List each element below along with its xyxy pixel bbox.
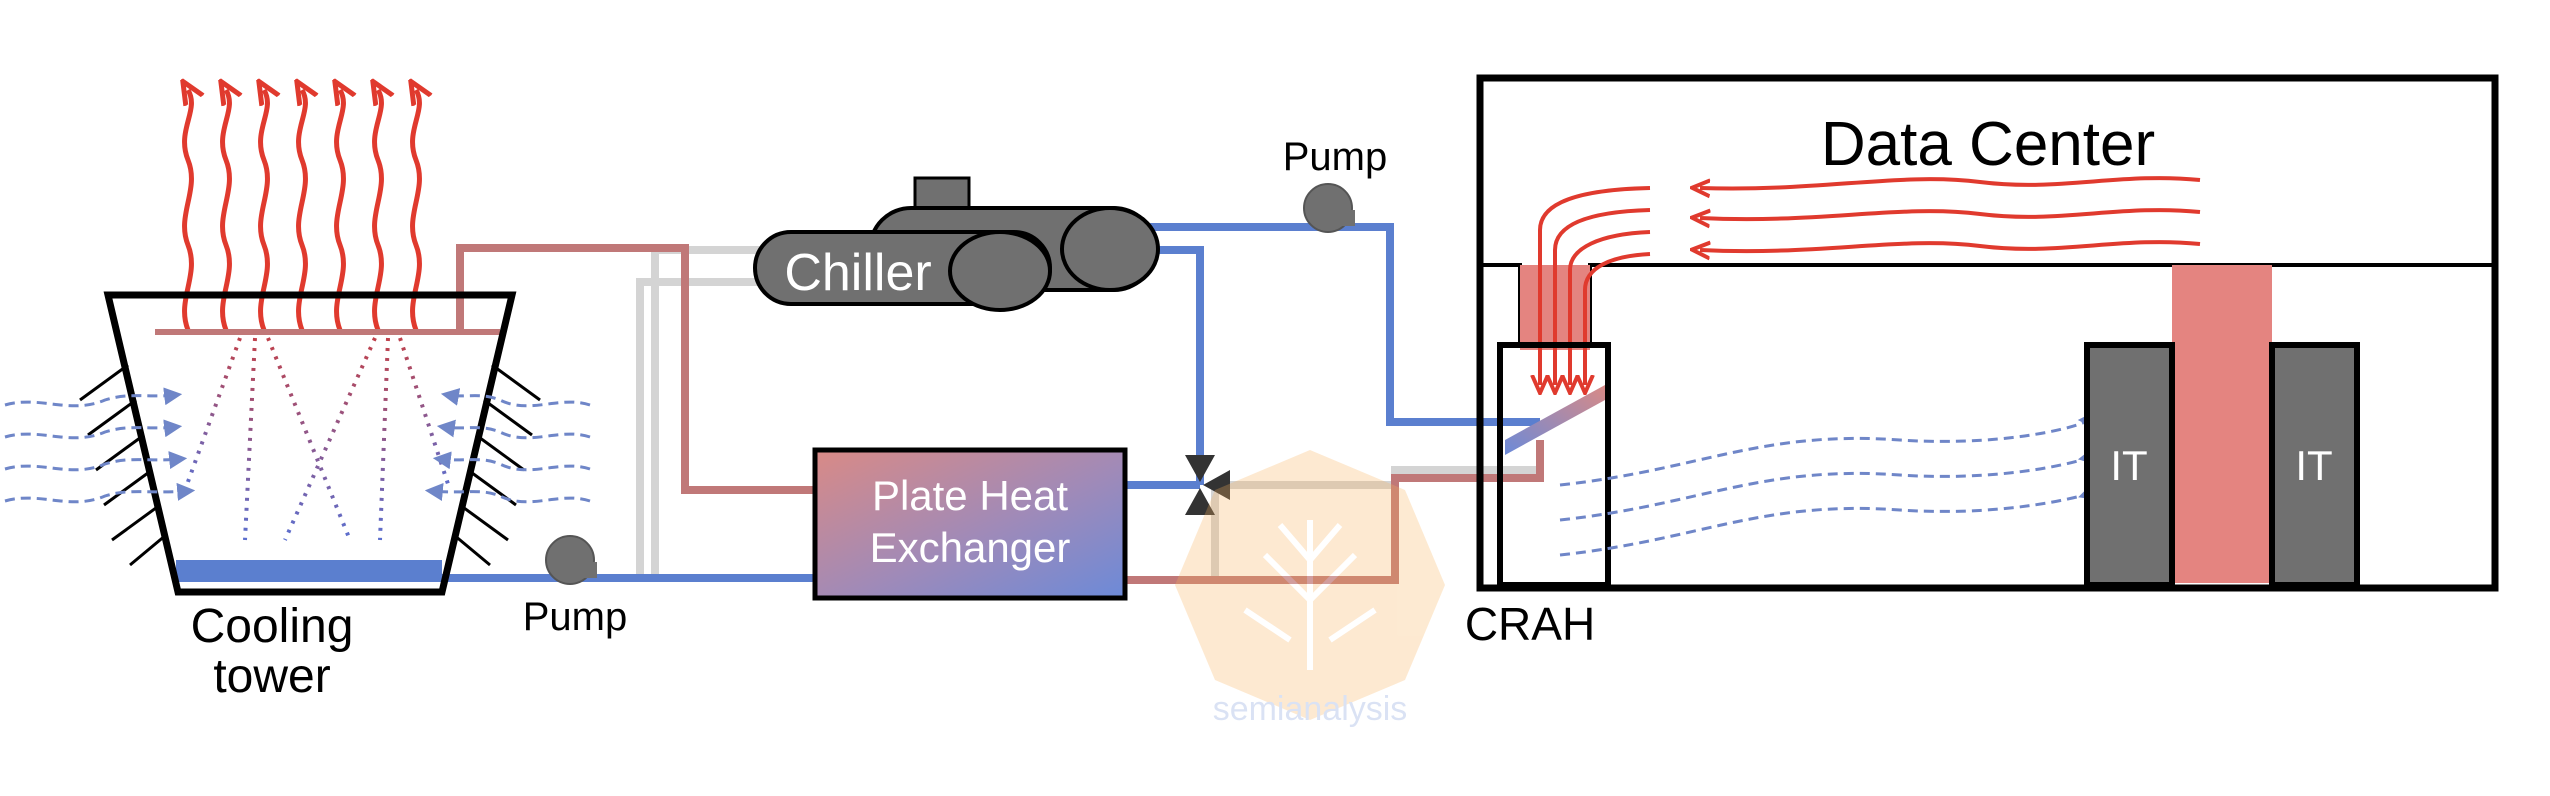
tower-spray-lines — [183, 337, 452, 541]
chiller-back-cap — [1060, 206, 1160, 292]
watermark: semianalysis — [1175, 450, 1445, 728]
chiller: Chiller — [753, 176, 1160, 312]
data-center-title: Data Center — [1821, 110, 2155, 179]
data-center-outline — [1476, 74, 2499, 592]
watermark-text: semianalysis — [1213, 690, 1408, 728]
cooling-tower: Cooling tower — [4, 90, 591, 703]
warm-pipe-phx-to-crah — [1125, 440, 1544, 584]
data-center: Data Center CRAH IT — [1465, 74, 2499, 650]
watermark-logo — [1175, 450, 1445, 720]
cooling-tower-label-line1: Cooling — [191, 600, 354, 653]
tower-basin-water — [176, 560, 442, 582]
crah-unit — [1497, 342, 1611, 588]
phx-label-line2: Exchanger — [870, 524, 1071, 571]
cold-pipe-valve-to-chiller — [1155, 246, 1204, 485]
return-hot-air-arrows — [1540, 176, 2201, 385]
tower-exhaust-arrows — [185, 90, 420, 331]
phx-box — [812, 447, 1128, 601]
pump-top: Pump — [1283, 135, 1388, 233]
plate-heat-exchanger: Plate Heat Exchanger — [812, 447, 1128, 601]
it-rack-right — [2269, 342, 2360, 588]
chiller-front-cap — [948, 230, 1052, 312]
it-rack-left — [2084, 342, 2175, 588]
it-rack-right-label: IT — [2295, 442, 2332, 489]
valve-icon — [1185, 455, 1230, 515]
tower-air-intake-arrows — [4, 387, 591, 504]
piping — [440, 223, 1544, 584]
gray-pipe-chiller-return — [636, 278, 760, 580]
chiller-label: Chiller — [784, 244, 931, 302]
warm-pipe-tower-to-phx — [456, 244, 815, 494]
phx-label-line1: Plate Heat — [872, 472, 1068, 519]
plenum-line-2 — [1588, 263, 2495, 345]
supply-cool-air-arrows — [1559, 411, 2099, 557]
it-rack-left-label: IT — [2110, 442, 2147, 489]
pump-top-label: Pump — [1283, 135, 1388, 179]
three-way-valve — [1185, 455, 1230, 515]
hot-aisle-column — [2172, 265, 2272, 583]
plenum-line — [1480, 263, 1522, 345]
pump-bottom-label: Pump — [523, 595, 628, 639]
gray-pipe-chiller-supply — [651, 246, 760, 580]
cold-pipe-chiller-to-crah — [1150, 223, 1540, 426]
tower-louvers — [79, 363, 541, 567]
tower-body — [103, 291, 517, 596]
cooling-tower-label-line2: tower — [213, 650, 330, 703]
pump-bottom: Pump — [523, 535, 628, 639]
crah-coil — [1505, 385, 1605, 455]
crah-label: CRAH — [1465, 598, 1595, 650]
